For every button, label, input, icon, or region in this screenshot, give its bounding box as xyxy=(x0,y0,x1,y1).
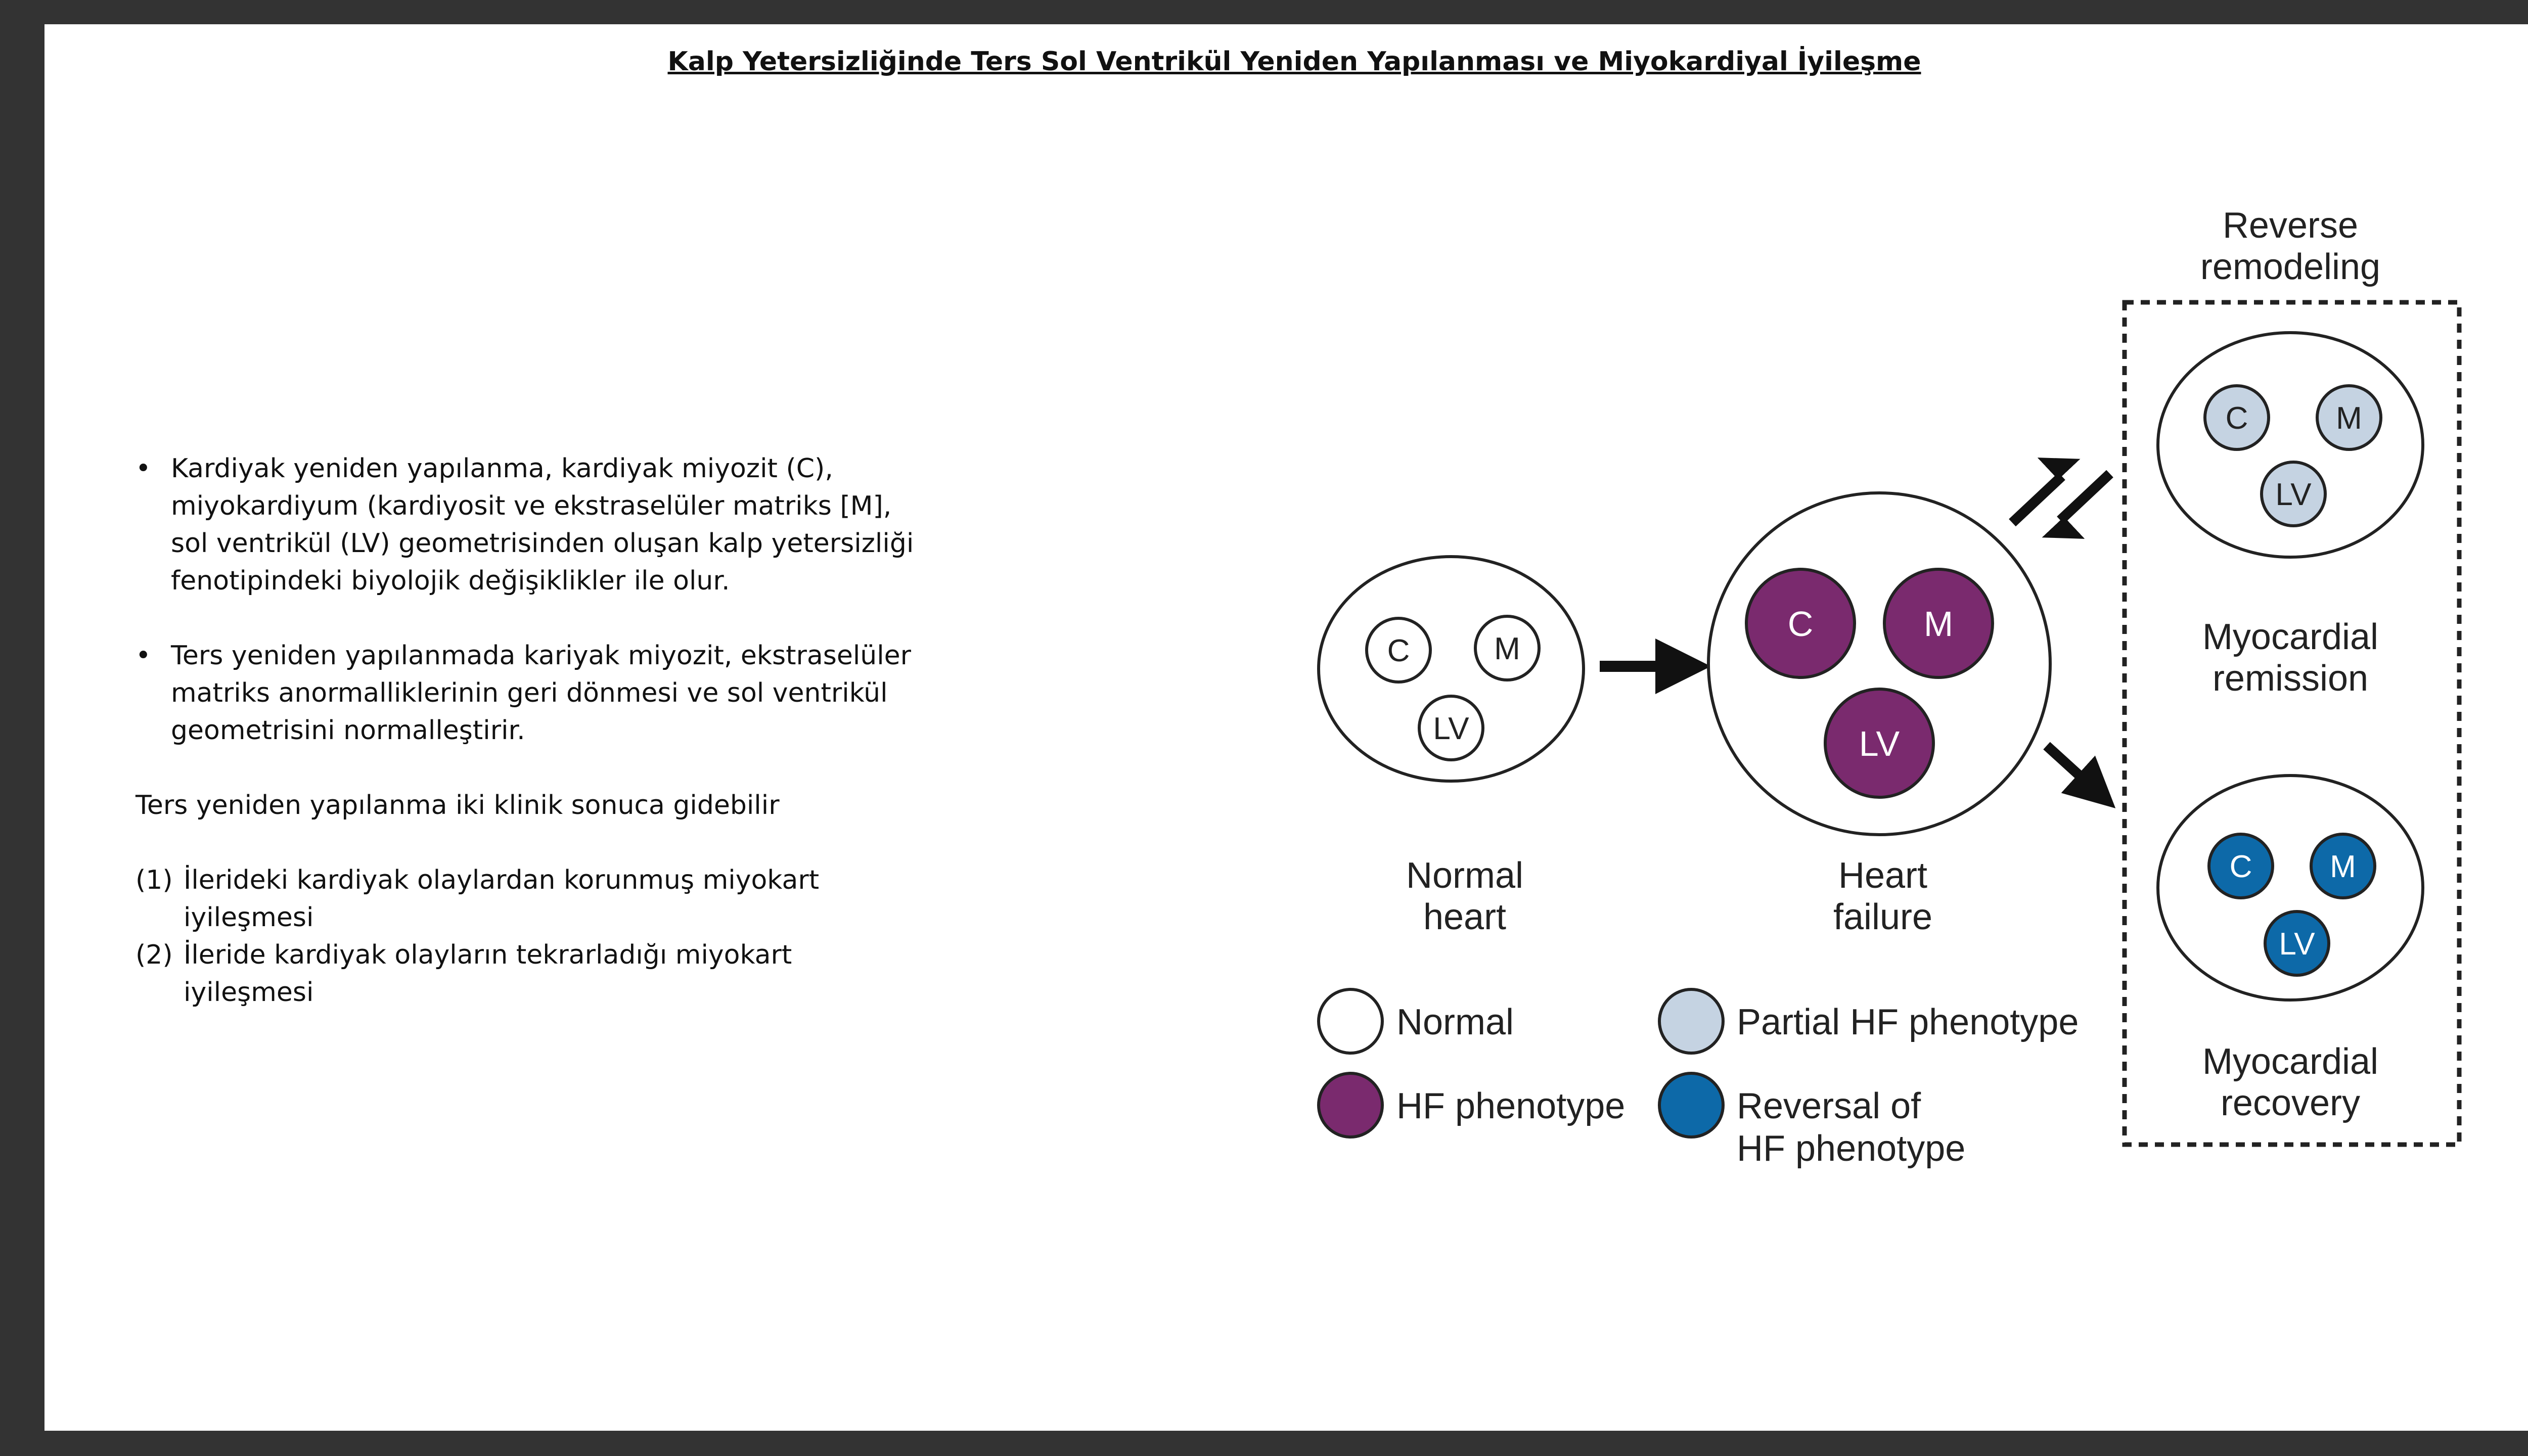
outcome-number: (1) xyxy=(136,865,173,895)
myocardial-recovery-label: recovery xyxy=(2221,1083,2360,1123)
bullet-remodeling: Kardiyak yeniden yapılanma, kardiyak miy… xyxy=(136,450,924,600)
c-label: C xyxy=(1788,604,1814,644)
lv-label: LV xyxy=(2275,477,2312,512)
myocardial-remission-label: remission xyxy=(2213,658,2368,699)
matrix-marker xyxy=(2310,833,2376,899)
outcome-number: (2) xyxy=(136,940,173,970)
legend-reversal-label: HF phenotype xyxy=(1737,1128,1965,1169)
lv-marker xyxy=(2264,910,2330,977)
lv-label: LV xyxy=(2279,927,2315,962)
normal-heart-label: heart xyxy=(1423,897,1506,937)
normal-heart-outline xyxy=(1317,555,1585,783)
heart-failure-label: Heart xyxy=(1838,855,1927,896)
c-label: C xyxy=(2230,849,2252,884)
outcome-item-2: (2) İleride kardiyak olayların tekrarlad… xyxy=(136,936,924,1011)
lv-label: LV xyxy=(1433,711,1469,746)
outcome-text: İleride kardiyak olayların tekrarladığı … xyxy=(184,940,792,1008)
m-label: M xyxy=(2336,401,2362,436)
heart-failure-label: failure xyxy=(1833,897,1932,937)
cardiomyocyte-marker xyxy=(2207,833,2274,899)
outcome-item-1: (1) İlerideki kardiyak olaylardan korunm… xyxy=(136,861,924,936)
bullet-reverse-remodeling: Ters yeniden yapılanmada kariyak miyozit… xyxy=(136,637,924,749)
remission-reverse-arrow xyxy=(2042,470,2113,539)
legend-reversal-label: Reversal of xyxy=(1737,1086,1921,1126)
lv-marker xyxy=(1418,695,1484,761)
outcome-text: İlerideki kardiyak olaylardan korunmuş m… xyxy=(184,865,820,933)
cardiomyocyte-marker xyxy=(1745,568,1856,679)
legend-partial-label: Partial HF phenotype xyxy=(1737,1002,2079,1042)
m-label: M xyxy=(1924,604,1953,644)
slide-title: Kalp Yetersizliğinde Ters Sol Ventrikül … xyxy=(667,47,1921,77)
c-label: C xyxy=(1387,633,1410,668)
legend-normal-swatch xyxy=(1317,988,1384,1055)
slide-text: Kardiyak yeniden yapılanma, kardiyak miy… xyxy=(136,450,924,1011)
recovery-arrow xyxy=(2043,742,2116,808)
lv-marker xyxy=(2260,461,2327,527)
legend-hf-swatch xyxy=(1317,1072,1384,1139)
legend-normal-label: Normal xyxy=(1396,1002,1514,1042)
myocardial-recovery-group: C M LV Myocardial recovery xyxy=(2156,774,2424,1123)
myocardial-recovery-label: Myocardial xyxy=(2202,1041,2378,1082)
matrix-marker xyxy=(1474,615,1541,681)
reverse-remodeling-label: remodeling xyxy=(2200,247,2380,287)
myocardial-remission-group: C M LV Myocardial remission xyxy=(2156,331,2424,699)
reverse-remodeling-box xyxy=(2122,300,2462,1147)
reverse-remodeling-label: Reverse xyxy=(2223,205,2358,246)
remission-forward-arrow xyxy=(2009,458,2081,527)
m-label: M xyxy=(1494,631,1520,666)
myocardial-remission-label: Myocardial xyxy=(2202,617,2378,657)
legend: Normal Partial HF phenotype HF phenotype… xyxy=(1317,988,2079,1169)
m-label: M xyxy=(2330,849,2356,884)
legend-hf-label: HF phenotype xyxy=(1396,1086,1625,1126)
matrix-marker xyxy=(1883,568,1994,679)
lv-label: LV xyxy=(1859,724,1900,763)
cardiomyocyte-marker xyxy=(1365,617,1432,684)
lv-marker xyxy=(1824,688,1935,799)
normal-heart-group: C M LV Normal heart xyxy=(1317,555,1585,937)
outcome-intro: Ters yeniden yapılanma iki klinik sonuca… xyxy=(136,790,780,821)
matrix-marker xyxy=(2316,384,2382,451)
cardiomyocyte-marker xyxy=(2203,384,2270,451)
legend-reversal-swatch xyxy=(1658,1072,1725,1139)
normal-heart-label: Normal xyxy=(1406,855,1523,896)
c-label: C xyxy=(2226,401,2248,436)
recovery-outline xyxy=(2156,774,2424,1002)
legend-partial-swatch xyxy=(1658,988,1725,1055)
heart-failure-group: C M LV Heart failure xyxy=(1707,491,2052,937)
